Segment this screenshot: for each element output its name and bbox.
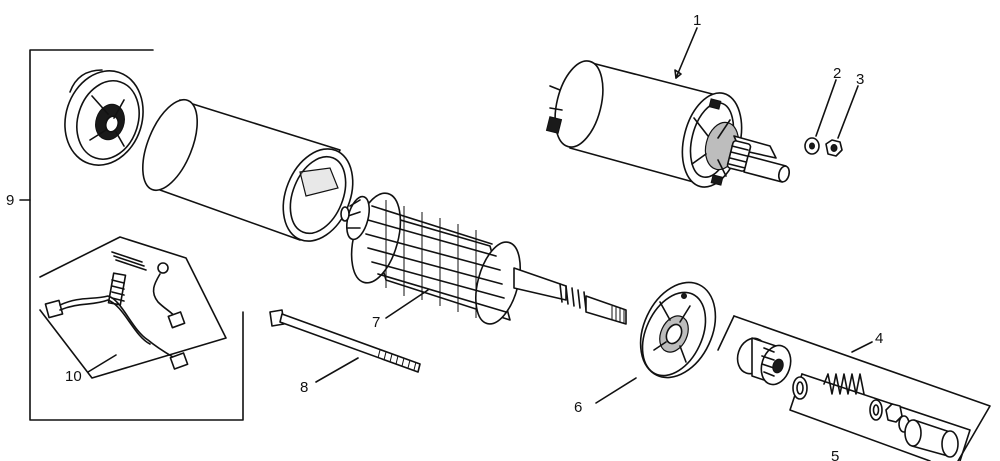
callout-labels: 1 2 3 4 5 6 7 8 9 10 [6,12,883,461]
callout-8: 8 [300,379,308,396]
bracket-group-10 [39,236,227,379]
callout-2: 2 [833,65,841,82]
callout-4: 4 [875,330,883,347]
leader-lines [19,27,873,404]
field-housing [142,98,354,242]
bracket-group-4 [717,315,991,461]
part-10-brush-assembly [44,251,189,370]
part-8-through-bolt [269,309,421,373]
callout-6: 6 [574,399,582,416]
part-2-washer [804,137,820,155]
callout-9: 9 [6,192,14,209]
callout-1: 1 [693,12,701,29]
part-1-starter-motor [545,60,791,188]
part-6-drive-end-cap [639,281,717,379]
bracket-group-9 [29,49,244,421]
part-9-end-cap [64,69,144,166]
part-7-armature [340,192,627,325]
callout-5: 5 [831,448,839,461]
callout-10: 10 [65,368,82,385]
callout-7: 7 [372,314,380,331]
part-4-drive-pinion [736,337,792,386]
callout-3: 3 [856,71,864,88]
part-5-drive-components [792,373,959,458]
part-3-nut [825,139,843,157]
